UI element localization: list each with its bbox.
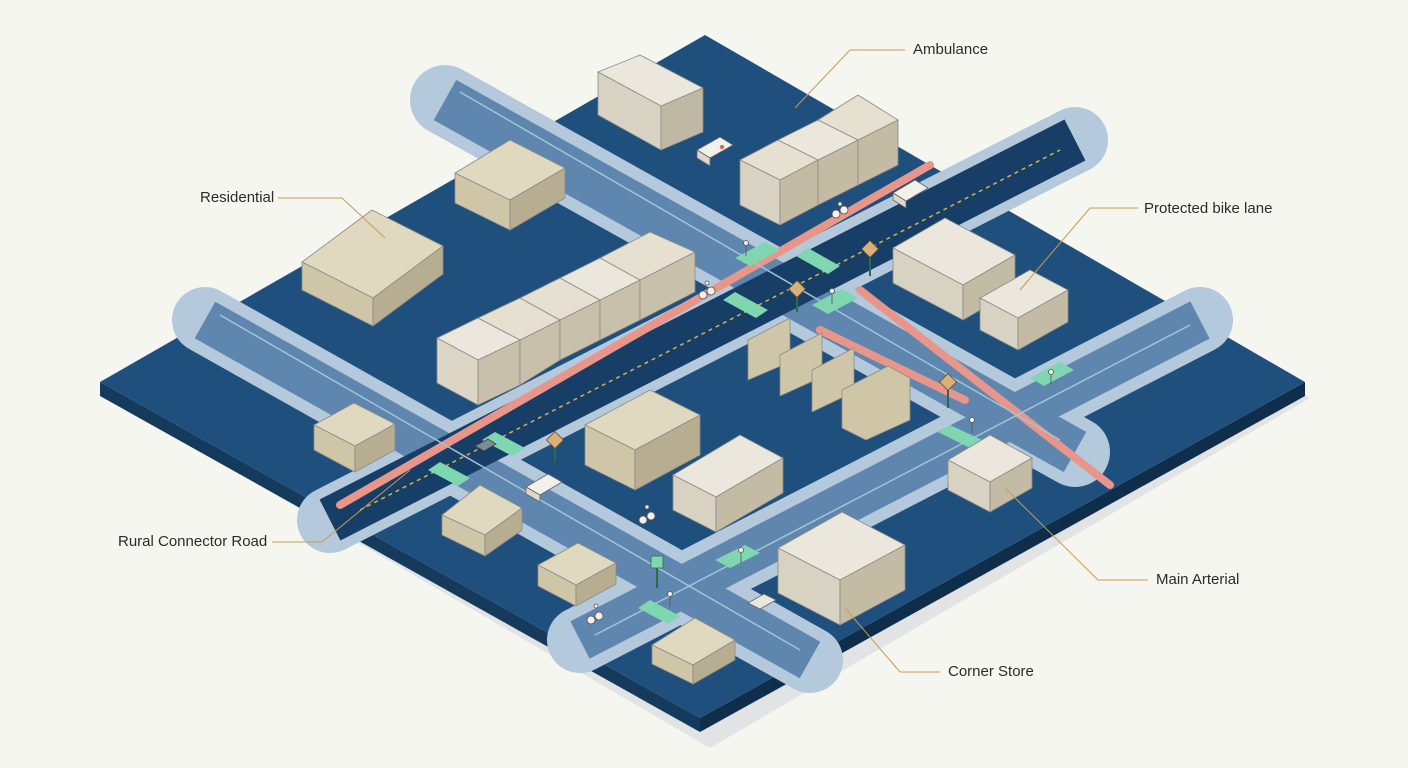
crosswalk — [812, 289, 858, 314]
cyclist — [698, 280, 716, 300]
label-main-arterial: Main Arterial — [1156, 571, 1240, 588]
protected-bike-lane-mid — [816, 326, 969, 404]
label-rural-connector-road: Rural Connector Road — [118, 533, 268, 550]
building-west — [313, 402, 396, 473]
callout-leaders — [272, 49, 1148, 673]
sign — [545, 430, 565, 462]
buildings — [301, 54, 1069, 685]
pedestrian — [738, 547, 744, 563]
building-southwest — [441, 484, 523, 557]
building-south — [651, 617, 736, 685]
pedestrians-cyclists — [586, 201, 1054, 625]
ambulance-vehicle — [696, 136, 734, 167]
car-west — [474, 438, 497, 452]
van-east — [892, 179, 929, 209]
leader-residential — [278, 197, 386, 239]
pedestrian — [667, 591, 673, 607]
cyclist — [638, 504, 656, 525]
crosswalk — [723, 292, 768, 318]
building-east-small — [947, 434, 1033, 513]
pedestrian — [1048, 369, 1054, 385]
pedestrian — [829, 288, 835, 304]
row-houses — [436, 231, 696, 406]
protected-bike-lane-east — [856, 286, 1114, 489]
crosswalk — [638, 600, 680, 624]
crosswalk — [796, 248, 840, 274]
gabled-houses — [747, 317, 911, 441]
crosswalk — [715, 545, 760, 568]
sign — [938, 372, 958, 408]
crosswalk — [428, 462, 470, 486]
leader-protected-bike-lane — [1019, 207, 1138, 291]
crosswalks — [428, 242, 1074, 624]
leader-main-arterial — [1004, 487, 1148, 581]
leader-ambulance — [794, 49, 905, 109]
building-top — [597, 54, 704, 151]
leader-rural-connector-road — [272, 469, 411, 543]
building-south-small — [537, 542, 617, 607]
main-arterial-road — [319, 119, 1086, 541]
building-center-left — [584, 389, 701, 491]
sign — [787, 279, 807, 312]
lane-markings — [219, 91, 1191, 651]
building-cluster-north — [739, 94, 899, 226]
building-shop-east — [892, 217, 1069, 351]
sign — [860, 239, 880, 276]
vehicles — [474, 136, 929, 610]
building-center-right — [672, 434, 784, 533]
label-ambulance: Ambulance — [913, 41, 989, 58]
road-southwest — [194, 301, 821, 679]
protected-bike-lane-main — [336, 161, 934, 509]
plate-side-right — [700, 382, 1305, 732]
pedestrian — [743, 240, 749, 256]
label-residential: Residential — [200, 189, 275, 206]
building-corner-store — [777, 511, 906, 626]
building-residential-large — [301, 209, 444, 327]
cyclist — [831, 201, 849, 219]
pedestrian — [969, 417, 975, 433]
cyclist — [586, 603, 604, 625]
leader-corner-store — [844, 607, 940, 673]
crosswalk — [482, 432, 525, 456]
car-small — [747, 593, 777, 610]
building-residential-small — [454, 139, 566, 231]
van-southwest — [525, 473, 563, 503]
crosswalk — [735, 242, 780, 266]
crosswalk — [938, 425, 982, 448]
city-block-base — [100, 35, 1305, 718]
sign — [650, 555, 664, 588]
signs — [545, 239, 958, 588]
label-corner-store: Corner Store — [948, 663, 1034, 680]
bike-lanes — [336, 161, 1114, 509]
label-protected-bike-lane: Protected bike lane — [1144, 200, 1273, 217]
